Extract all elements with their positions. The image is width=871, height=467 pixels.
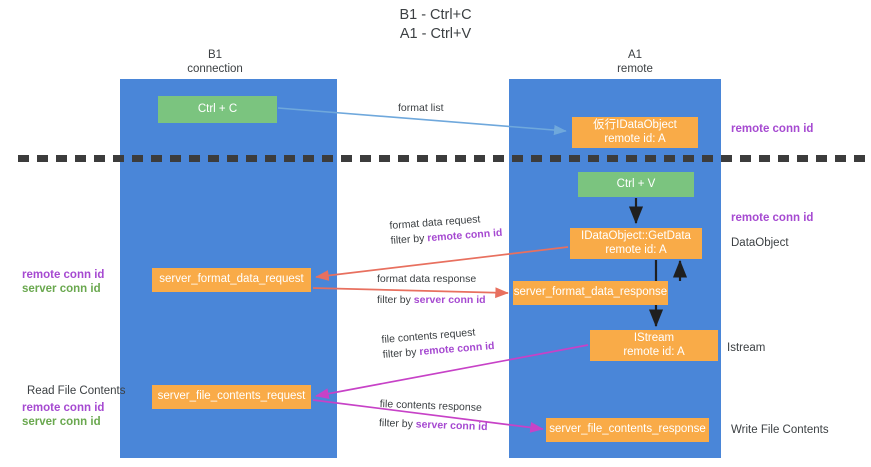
node-ctrl-c-label: Ctrl + C [197, 102, 238, 115]
node-idataobject[interactable]: 仮行IDataObject remote id: A [572, 117, 698, 148]
annotation-write-file-contents: Write File Contents [731, 423, 829, 437]
page-title: B1 - Ctrl+C A1 - Ctrl+V [0, 6, 871, 44]
node-file-request-label: server_file_contents_request [157, 390, 306, 403]
node-getdata-line1: IDataObject::GetData [581, 230, 691, 242]
node-format-request-label: server_format_data_request [159, 273, 304, 286]
column-header-b1-subtitle: connection [187, 62, 243, 75]
column-header-b1: B1 connection [150, 49, 280, 76]
node-ctrl-v-label: Ctrl + V [616, 177, 656, 190]
annotation-read-file-contents: Read File Contents [27, 384, 125, 398]
annotation-istream: Istream [727, 341, 765, 355]
annotation-left-server-conn-id-2: server conn id [22, 416, 101, 428]
node-format-response-label: server_format_data_response [513, 286, 668, 299]
node-idataobject-line1: 仮行IDataObject [593, 119, 677, 131]
node-istream[interactable]: IStream remote id: A [590, 330, 718, 361]
annotation-dataobject-text: DataObject [731, 237, 789, 249]
edge-label-file-resp-key: server conn id [415, 418, 488, 434]
annotation-remote-conn-id-mid: remote conn id [731, 211, 813, 225]
node-server-format-data-response[interactable]: server_format_data_response [513, 281, 668, 305]
node-file-response-label: server_file_contents_response [549, 423, 706, 436]
annotation-istream-text: Istream [727, 342, 766, 354]
node-idataobject-getdata[interactable]: IDataObject::GetData remote id: A [570, 228, 702, 259]
node-server-file-contents-request[interactable]: server_file_contents_request [152, 385, 311, 409]
node-ctrl-v[interactable]: Ctrl + V [578, 172, 694, 197]
edge-label-fmt-req-prefix: filter by [390, 232, 428, 247]
annotation-left-conn-ids-2: remote conn id server conn id [22, 401, 104, 429]
annotation-read-file-contents-text: Read File Contents [27, 385, 126, 397]
node-istream-line2: remote id: A [623, 345, 685, 358]
node-server-file-contents-response[interactable]: server_file_contents_response [546, 418, 709, 442]
edge-label-file-resp-prefix: filter by [378, 416, 416, 431]
annotation-dataobject: DataObject [731, 236, 789, 250]
edge-label-fmt-resp-prefix: filter by [377, 294, 414, 306]
edge-label-file-resp-line1: file contents response [379, 397, 483, 414]
page-title-line-2: A1 - Ctrl+V [399, 26, 472, 42]
column-header-b1-name: B1 [207, 49, 223, 61]
edge-label-file-contents-response: file contents response filter by server … [379, 397, 489, 435]
node-getdata-line2: remote id: A [605, 243, 667, 256]
column-header-a1: A1 remote [570, 49, 700, 76]
node-server-format-data-request[interactable]: server_format_data_request [152, 268, 311, 292]
edge-label-format-list: format list [398, 101, 444, 116]
column-header-a1-subtitle: remote [617, 62, 653, 75]
annotation-remote-conn-id-top-text: remote conn id [731, 123, 814, 135]
annotation-left-server-conn-id-1: server conn id [22, 283, 101, 295]
annotation-remote-conn-id-top: remote conn id [731, 122, 813, 136]
dashed-divider [18, 155, 871, 162]
edge-label-fmt-resp-line1: format data response [377, 273, 477, 285]
node-istream-line1: IStream [633, 332, 675, 344]
annotation-remote-conn-id-mid-text: remote conn id [731, 212, 814, 224]
edge-label-format-data-response: format data response filter by server co… [377, 272, 486, 308]
annotation-write-file-contents-text: Write File Contents [731, 424, 829, 436]
node-idataobject-line2: remote id: A [604, 132, 666, 145]
edge-label-fmt-resp-key: server conn id [413, 294, 486, 306]
edge-label-file-req-prefix: filter by [382, 345, 420, 361]
annotation-left-remote-conn-id-1: remote conn id [22, 269, 105, 281]
node-ctrl-c[interactable]: Ctrl + C [158, 96, 277, 123]
edge-label-format-list-line1: format list [398, 102, 444, 114]
page-title-line-1: B1 - Ctrl+C [399, 7, 472, 23]
column-header-a1-name: A1 [627, 49, 643, 61]
annotation-left-remote-conn-id-2: remote conn id [22, 402, 105, 414]
annotation-left-conn-ids-1: remote conn id server conn id [22, 268, 104, 296]
